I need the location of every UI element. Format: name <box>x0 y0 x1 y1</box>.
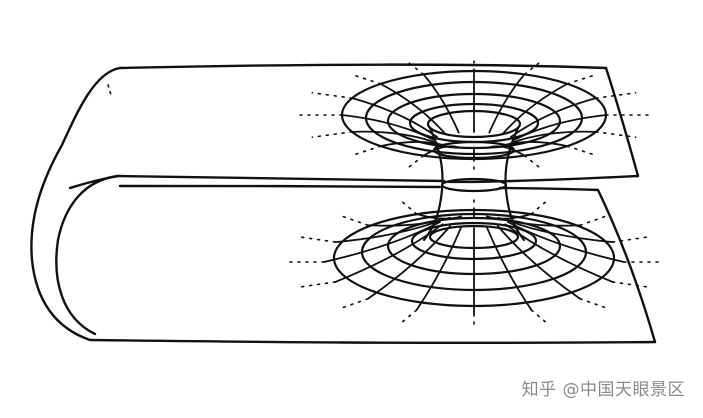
upper-dotted-extension <box>350 74 380 84</box>
upper-dotted-extension <box>350 146 380 156</box>
lower-dotted-extension <box>401 201 416 214</box>
lower-dotted-extension <box>531 201 546 214</box>
upper-dotted-extension <box>407 156 423 169</box>
lower-sheet-back-edge <box>500 188 598 190</box>
lower-sheet-edge <box>90 340 655 343</box>
lower-dotted-extension <box>613 282 650 287</box>
fold-inner-lip <box>70 176 118 188</box>
sheet-dotted-hint <box>108 85 112 98</box>
upper-sheet-edge <box>120 65 606 68</box>
upper-dotted-extension <box>407 61 423 74</box>
upper-sheet-right-edge <box>606 68 638 176</box>
lower-dotted-extension <box>298 282 335 287</box>
upper-dotted-extension <box>312 132 352 137</box>
upper-dotted-extension <box>596 132 636 137</box>
upper-dotted-extension <box>525 61 541 74</box>
lower-dotted-extension <box>298 237 335 242</box>
upper-dotted-extension <box>312 93 352 98</box>
lower-dotted-extension <box>580 215 608 225</box>
upper-sheet-front-edge <box>118 176 638 182</box>
folded-spacetime-sheet <box>31 65 655 343</box>
lower-dotted-extension <box>580 299 608 309</box>
lower-dotted-extension <box>401 310 416 323</box>
upper-dotted-extension <box>567 146 597 156</box>
lower-dotted-extension <box>531 310 546 323</box>
fold-outer-curve <box>31 68 120 340</box>
lower-sheet-back-edge-left <box>120 186 440 187</box>
lower-dotted-extension <box>340 215 368 225</box>
lower-sheet-right-edge <box>598 190 655 342</box>
upper-dotted-extension <box>567 74 597 84</box>
fold-inner-curve <box>56 176 118 334</box>
lower-dotted-extension <box>340 299 368 309</box>
upper-dotted-extension <box>525 156 541 169</box>
watermark-text: 知乎 @中国天眼景区 <box>522 375 685 400</box>
